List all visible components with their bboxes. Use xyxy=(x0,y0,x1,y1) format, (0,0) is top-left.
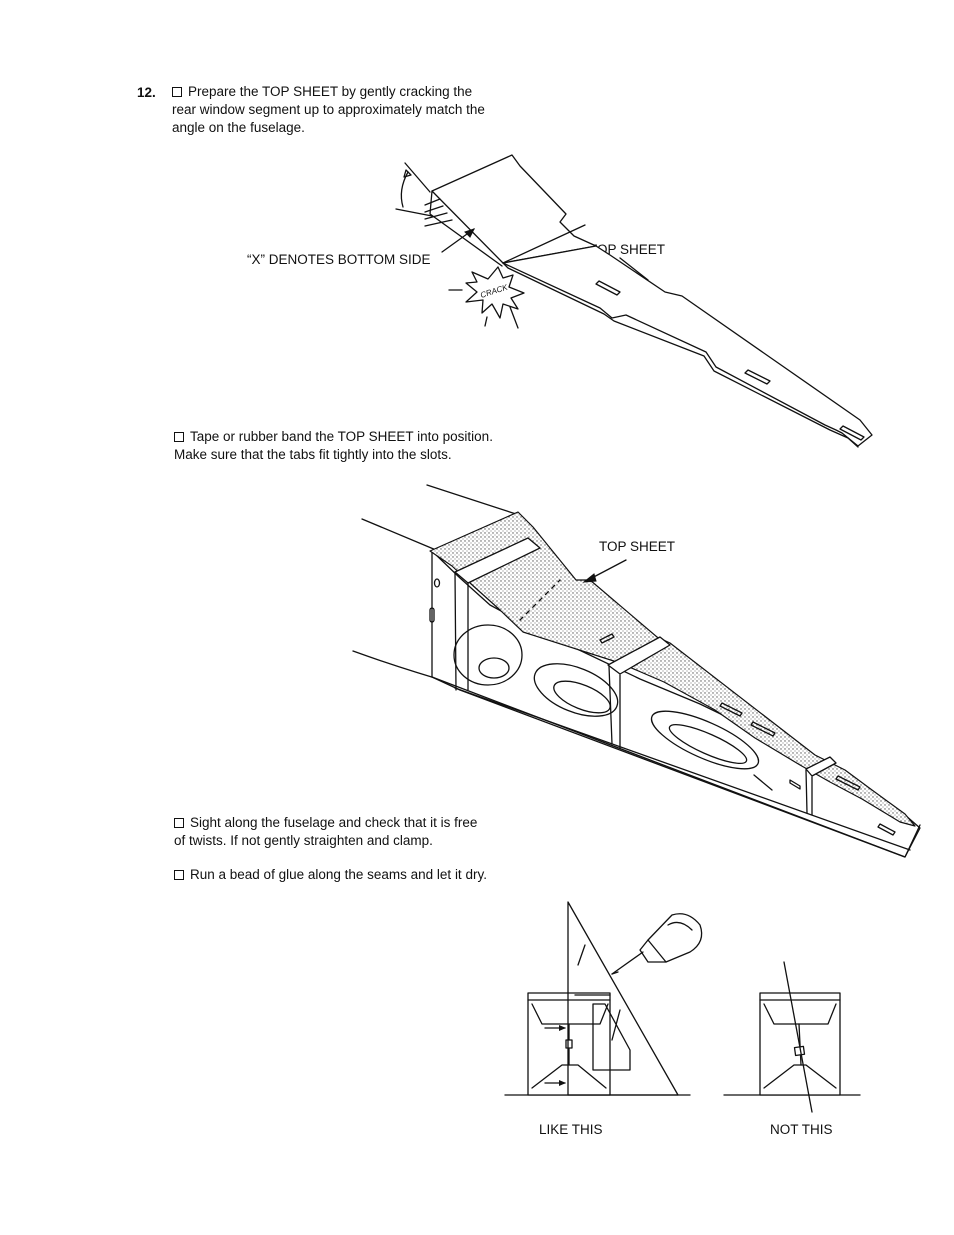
slot xyxy=(595,280,621,296)
instruction-line: Sight along the fuselage and check that … xyxy=(190,815,478,830)
slot xyxy=(744,369,771,385)
former-front xyxy=(454,537,541,584)
lightening-hole xyxy=(650,710,760,770)
checkbox-prepare[interactable] xyxy=(172,87,182,97)
former-middle xyxy=(607,636,671,675)
checkbox-sight[interactable] xyxy=(174,818,184,828)
not-this-label: NOT THIS xyxy=(770,1122,833,1137)
triangle-square xyxy=(567,901,679,1096)
instruction-sight: Sight along the fuselage and check that … xyxy=(174,814,477,850)
instruction-prepare: Prepare the TOP SHEET by gently cracking… xyxy=(172,83,485,137)
instruction-tape: Tape or rubber band the TOP SHEET into p… xyxy=(174,428,493,464)
instruction-line: angle on the fuselage. xyxy=(172,120,305,135)
twist-line xyxy=(783,961,813,1113)
top-sheet-figure: CRACK xyxy=(395,154,873,448)
instruction-line: Tape or rubber band the TOP SHEET into p… xyxy=(190,429,493,444)
lightening-hole xyxy=(533,663,619,717)
lightening-hole xyxy=(453,624,523,686)
instruction-glue: Run a bead of glue along the seams and l… xyxy=(174,866,487,884)
checkbox-glue[interactable] xyxy=(174,870,184,880)
segment-edge xyxy=(429,190,503,267)
former-rear xyxy=(805,756,837,777)
top-sheet-body xyxy=(502,245,873,447)
slot xyxy=(839,425,865,441)
instruction-line: Prepare the TOP SHEET by gently cracking… xyxy=(188,84,473,99)
step-number: 12. xyxy=(137,85,156,100)
top-sheet-label-2: TOP SHEET xyxy=(599,539,676,554)
fuselage-figure xyxy=(352,484,921,858)
not-this-figure xyxy=(723,961,861,1113)
checkbox-tape[interactable] xyxy=(174,432,184,442)
like-this-figure xyxy=(504,901,703,1096)
instruction-line: Make sure that the tabs fit tightly into… xyxy=(174,447,452,462)
instruction-line: of twists. If not gently straighten and … xyxy=(174,833,433,848)
rear-window-segment xyxy=(431,154,597,264)
instruction-line: Run a bead of glue along the seams and l… xyxy=(190,867,487,882)
bottom-side-label: “X” DENOTES BOTTOM SIDE xyxy=(247,252,431,267)
crack-burst xyxy=(465,266,525,319)
like-this-label: LIKE THIS xyxy=(539,1122,603,1137)
instruction-line: rear window segment up to approximately … xyxy=(172,102,485,117)
